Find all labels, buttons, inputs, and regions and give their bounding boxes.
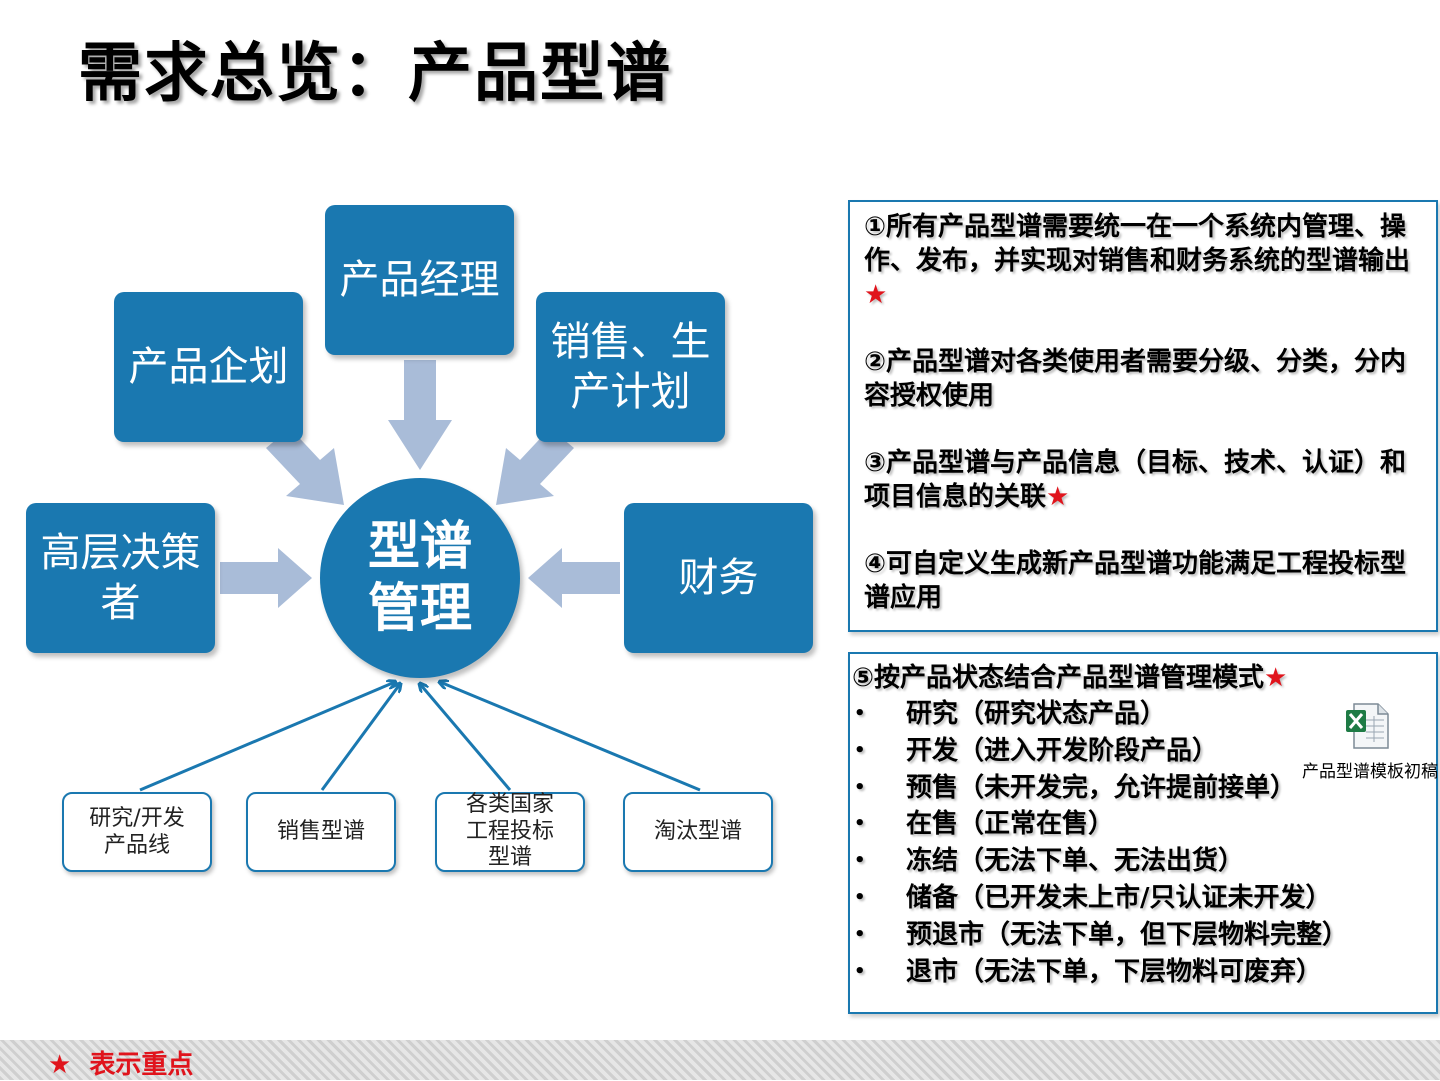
excel-file-icon[interactable] xyxy=(1344,702,1390,750)
arrow-from-bidding-spectrum xyxy=(420,684,512,791)
state-list: •研究（研究状态产品） •开发（进入开发阶段产品） •预售（未开发完，允许提前接… xyxy=(852,696,1428,990)
attachment-label[interactable]: 产品型谱模板初稿 xyxy=(1302,762,1438,782)
footer-bar xyxy=(0,1040,1440,1080)
footer-legend: ★ 表示重点 xyxy=(48,1050,194,1080)
key-star-icon: ★ xyxy=(1046,482,1070,512)
states-heading: ⑤按产品状态结合产品型谱管理模式★ xyxy=(852,663,1288,693)
list-item: •研究（研究状态产品） xyxy=(854,699,1167,729)
requirement-2: ②产品型谱对各类使用者需要分级、分类，分内容授权使用 xyxy=(864,347,1407,411)
list-item: •开发（进入开发阶段产品） xyxy=(854,735,1219,766)
key-star-icon: ★ xyxy=(48,1050,72,1080)
box-sales-spectrum: 销售型谱 xyxy=(246,792,396,872)
list-item: •退市（无法下单，下层物料可废弃） xyxy=(854,956,1323,987)
box-finance: 财务 xyxy=(624,503,813,653)
requirement-1: ①所有产品型谱需要统一在一个系统内管理、操作、发布，并实现对销售和财务系统的型谱… xyxy=(864,212,1411,310)
key-star-icon: ★ xyxy=(864,280,888,310)
key-star-icon: ★ xyxy=(1264,663,1288,693)
arrow-from-product-manager xyxy=(388,360,452,470)
box-product-manager: 产品经理 xyxy=(325,205,514,355)
product-states-panel: ⑤按产品状态结合产品型谱管理模式★ •研究（研究状态产品） •开发（进入开发阶段… xyxy=(848,652,1438,1014)
list-item: •预退市（无法下单，但下层物料完整） xyxy=(854,919,1349,950)
center-node-label: 型谱管理 xyxy=(367,516,472,639)
arrow-from-sales-production xyxy=(496,428,574,505)
box-executives: 高层决策者 xyxy=(26,503,215,653)
arrow-from-finance xyxy=(528,548,620,608)
requirement-3: ③产品型谱与产品信息（目标、技术、认证）和项目信息的关联★ xyxy=(864,448,1407,512)
list-item: •在售（正常在售） xyxy=(854,809,1115,840)
center-node: 型谱管理 xyxy=(320,478,520,678)
box-product-planning: 产品企划 xyxy=(114,292,303,442)
box-bidding-spectrum: 各类国家工程投标型谱 xyxy=(435,792,585,872)
list-item: •储备（已开发未上市/只认证未开发） xyxy=(854,882,1332,913)
box-sales-production: 销售、生产计划 xyxy=(536,292,725,442)
box-rd-line: 研究/开发产品线 xyxy=(62,792,212,872)
arrow-from-sales-spectrum xyxy=(320,684,400,791)
requirement-4: ④可自定义生成新产品型谱功能满足工程投标型谱应用 xyxy=(864,549,1407,613)
page-title: 需求总览：产品型谱 xyxy=(78,37,672,111)
list-item: •冻结（无法下单、无法出货） xyxy=(854,846,1245,877)
arrow-from-executives xyxy=(220,548,312,608)
arrow-from-rd-line xyxy=(139,682,395,792)
requirements-panel: ①所有产品型谱需要统一在一个系统内管理、操作、发布，并实现对销售和财务系统的型谱… xyxy=(848,200,1438,632)
box-phaseout-spectrum: 淘汰型谱 xyxy=(623,792,773,872)
arrow-from-phaseout-spectrum xyxy=(440,682,701,792)
arrow-from-product-planning xyxy=(266,428,344,505)
list-item: •预售（未开发完，允许提前接单） xyxy=(854,772,1297,803)
